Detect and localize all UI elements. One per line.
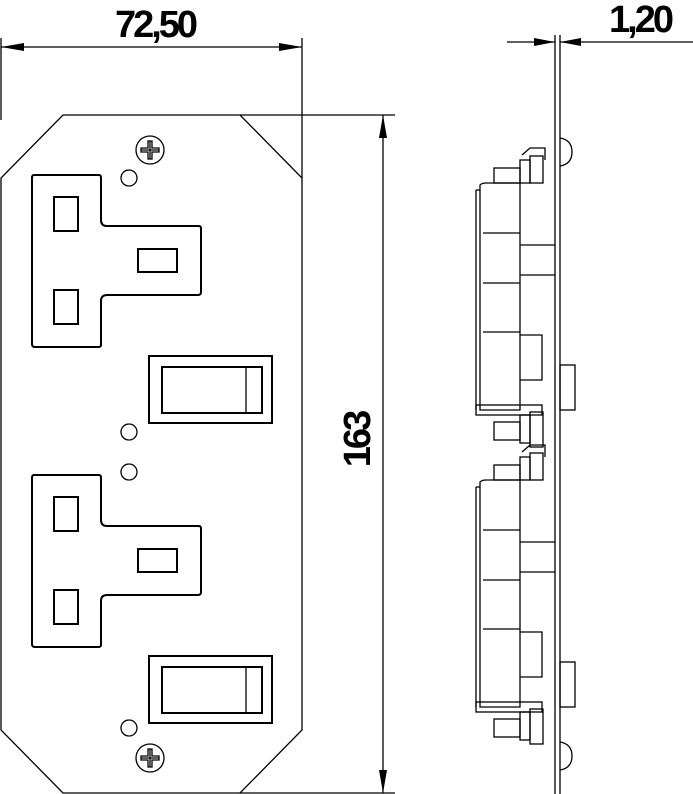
height-dimension: 163 [240,114,395,794]
bottom-screw-icon [135,743,165,773]
side-view [475,35,576,794]
fixing-hole [120,463,138,481]
plate-outline [0,114,303,794]
screw-head [559,137,573,167]
width-label: 72,50 [115,4,197,46]
top-screw-icon [135,135,165,165]
screw-head [559,741,573,771]
thickness-label: 1,20 [609,0,673,41]
socket-2 [31,474,273,724]
fixing-hole [120,719,138,737]
socket-1 [31,174,273,424]
fixing-hole [120,423,138,441]
width-dimension: 72,50 [0,4,303,178]
height-label: 163 [337,411,379,467]
fixing-hole [120,169,138,187]
front-view [0,114,303,794]
thickness-dimension: 1,20 [507,0,693,46]
